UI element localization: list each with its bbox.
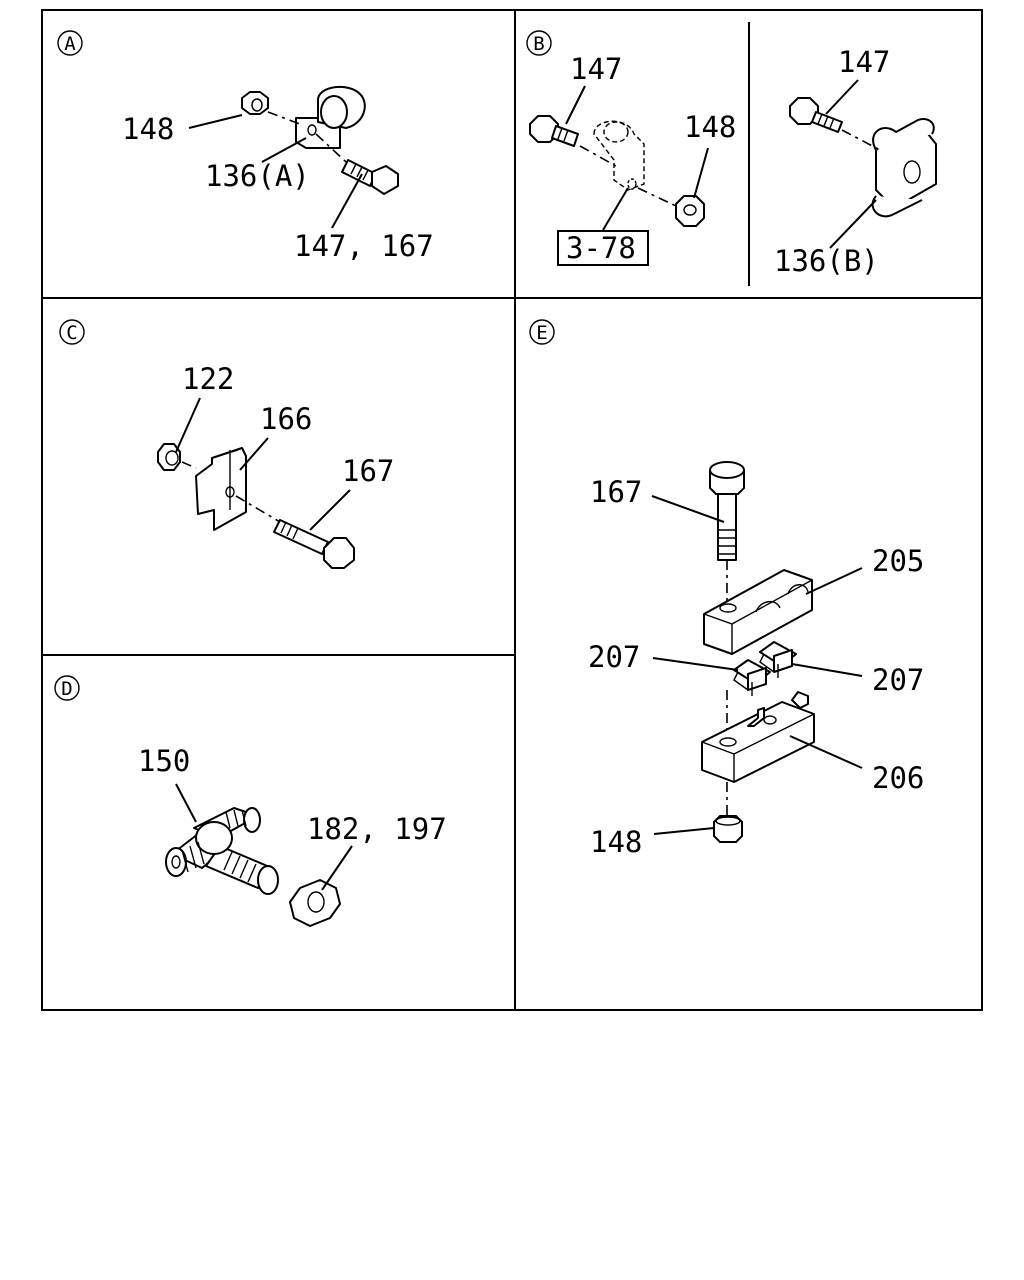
panel-b-marker: B [526, 30, 552, 56]
reference-3-78: 3-78 [566, 231, 636, 265]
bolt-147-icon [341, 159, 399, 195]
label-150: 150 [138, 744, 190, 778]
nut-182-197-icon [289, 879, 341, 927]
label-148: 148 [684, 110, 736, 144]
label-147: 147 [838, 45, 890, 79]
clip-207-right-icon [759, 641, 797, 678]
clamp-reference-icon [593, 120, 645, 191]
label-205: 205 [872, 544, 924, 578]
bracket-166-icon [195, 447, 247, 531]
label-148: 148 [590, 825, 642, 859]
label-147: 147 [570, 52, 622, 86]
clamp-block-206-icon [701, 691, 815, 783]
label-136a: 136(A) [205, 159, 310, 193]
panel-b: B 147 148 3-78 [526, 30, 937, 278]
label-166: 166 [260, 402, 312, 436]
label-206: 206 [872, 761, 924, 795]
bolt-147-icon [789, 97, 843, 133]
bolt-147-icon [529, 115, 579, 147]
bolt-167-icon [709, 461, 745, 561]
panel-a: A 148 136(A) 147, 167 [57, 30, 434, 263]
tee-fitting-150-icon [165, 807, 279, 895]
panel-d-marker: D [54, 675, 80, 701]
label-136b: 136(B) [774, 244, 879, 278]
nut-148-icon [675, 195, 705, 227]
nut-148-icon [241, 91, 269, 115]
clip-207-left-icon [733, 659, 771, 696]
svg-text:D: D [61, 678, 72, 700]
label-147-167: 147, 167 [294, 229, 434, 263]
panel-e: E [529, 319, 924, 859]
panel-e-marker: E [529, 319, 555, 345]
svg-text:A: A [64, 33, 76, 55]
svg-text:C: C [66, 322, 77, 344]
svg-text:B: B [533, 33, 544, 55]
panel-a-marker: A [57, 30, 83, 56]
panel-c: C 122 166 167 [59, 319, 394, 569]
label-182-197: 182, 197 [307, 812, 447, 846]
label-167: 167 [590, 475, 642, 509]
panel-d: D 150 182, 197 [54, 675, 447, 927]
label-148: 148 [122, 112, 174, 146]
label-167: 167 [342, 454, 394, 488]
clip-136a-icon [295, 85, 366, 149]
diagram-frame [41, 9, 983, 1011]
clamp-block-205-icon [703, 569, 813, 655]
clip-136b-icon [871, 118, 937, 218]
label-207: 207 [872, 663, 924, 697]
label-207: 207 [588, 640, 640, 674]
nut-122-icon [157, 443, 181, 471]
nut-148-icon [713, 815, 743, 843]
bolt-167-icon [273, 519, 355, 569]
label-122: 122 [182, 362, 234, 396]
svg-text:E: E [536, 322, 547, 344]
panel-c-marker: C [59, 319, 85, 345]
